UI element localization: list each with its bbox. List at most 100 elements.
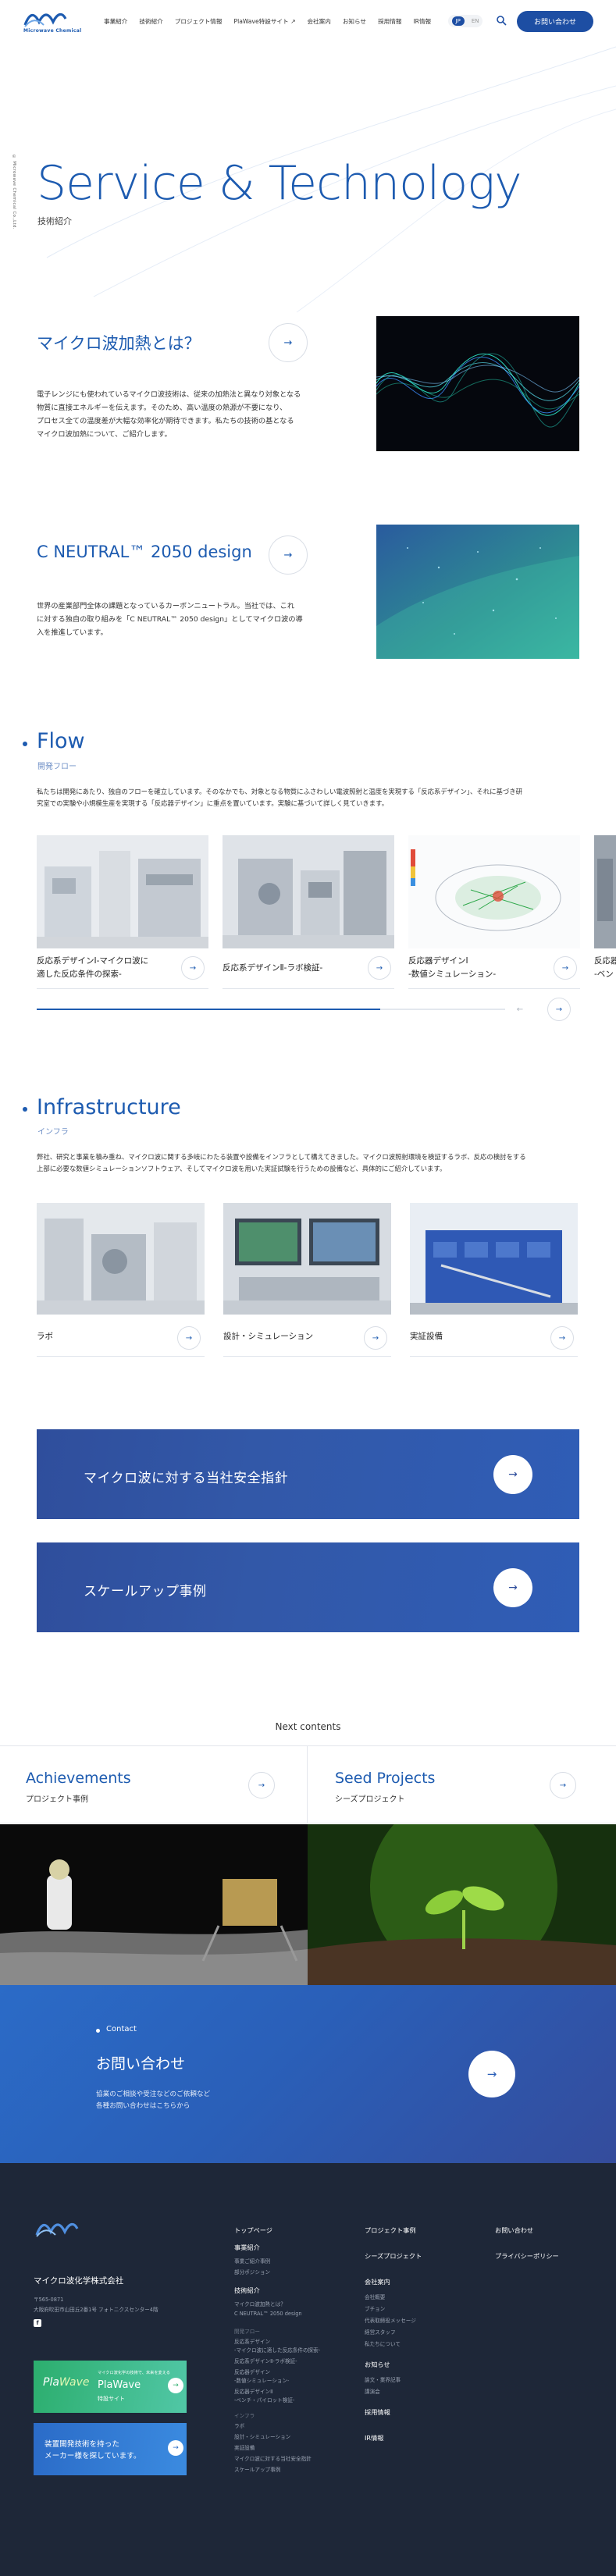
footer-sublink[interactable]: 代表取締役メッセージ (365, 2318, 416, 2324)
plawave-arrow-button[interactable]: → (168, 2378, 183, 2393)
service-title-microwave[interactable]: マイクロ波加熱とは？ (37, 334, 201, 353)
flow-scrollbar[interactable] (37, 1009, 505, 1010)
next-achievements[interactable]: Achievements プロジェクト事例 → (0, 1745, 308, 1823)
flow-card-label-1[interactable]: 反応系デザインⅠ-マイクロ波に 適した反応条件の探索- (37, 956, 149, 979)
flow-prev-button[interactable]: ← (508, 998, 532, 1021)
next-achievements-arrow-button[interactable]: → (248, 1772, 275, 1799)
service-title-cneutral[interactable]: C NEUTRAL™ 2050 design (37, 543, 252, 561)
footer-recruit-banner[interactable]: 装置開発技術を持った メーカー様を探しています。 → (34, 2423, 187, 2475)
footer-sublink[interactable]: 反応器デザイン (234, 2369, 271, 2375)
footer-link-seed[interactable]: シーズプロジェクト (365, 2252, 422, 2260)
footer-link-business[interactable]: 事業紹介 (234, 2243, 260, 2251)
footer-sublink[interactable]: 事業ご紹介事例 (234, 2258, 271, 2265)
header-contact-button[interactable]: お問い合わせ (517, 11, 593, 32)
footer-link-company[interactable]: 会社案内 (365, 2278, 390, 2286)
banner-safety-arrow-button[interactable]: → (493, 1455, 532, 1494)
footer-sublink[interactable]: 設計・シミュレーション (234, 2434, 291, 2440)
footer-sublink[interactable]: スケールアップ事例 (234, 2467, 281, 2473)
footer-sublink[interactable]: 論文・業界記事 (365, 2377, 401, 2383)
next-seed-projects[interactable]: Seed Projects シーズプロジェクト → (308, 1745, 616, 1823)
footer-link-ir[interactable]: IR情報 (365, 2434, 384, 2442)
section-dot (23, 742, 27, 746)
nav-company[interactable]: 会社案内 (307, 18, 331, 25)
footer-sublink[interactable]: マイクロ波加熱とは？ (234, 2301, 286, 2307)
infra-title: Infrastructure (37, 1095, 181, 1119)
footer-sublink[interactable]: -マイクロ波に適した反応条件の探索- (234, 2347, 321, 2354)
footer-sublink[interactable]: 経営スタッフ (365, 2329, 396, 2336)
footer-link-news[interactable]: お知らせ (365, 2361, 390, 2368)
flow-card-label-4[interactable]: 反応器 -ベン (594, 956, 616, 979)
flow-card-label-2[interactable]: 反応系デザインⅡ-ラボ検証- (223, 963, 323, 973)
flow-title: Flow (37, 729, 85, 753)
footer-logo-icon[interactable] (34, 2221, 80, 2238)
nav-technology[interactable]: 技術紹介 (139, 18, 163, 25)
footer-plawave-banner[interactable]: PlaWave マイクロ波化学の技術で、未来を変える PlaWave 特設サイト… (34, 2361, 187, 2413)
footer-sublink[interactable]: 反応器デザインⅡ (234, 2389, 273, 2395)
flow-card-3-arrow-button[interactable]: → (554, 956, 577, 980)
nav-projects[interactable]: プロジェクト情報 (174, 18, 223, 25)
footer-link-technology[interactable]: 技術紹介 (234, 2286, 260, 2294)
footer-sublink[interactable]: -数値シミュレーション- (234, 2378, 290, 2384)
flow-scrollbar-thumb[interactable] (37, 1009, 380, 1010)
footer-link-top[interactable]: トップページ (234, 2226, 272, 2234)
next-achievements-image[interactable] (0, 1824, 308, 1985)
footer-sublink[interactable]: ラボ (234, 2423, 245, 2429)
flow-card-image-1 (37, 835, 208, 948)
footer-link-contact[interactable]: お問い合わせ (495, 2226, 534, 2234)
footer-sublink[interactable]: 私たちについて (365, 2341, 401, 2347)
nav-news[interactable]: お知らせ (342, 18, 367, 25)
footer-sublink[interactable]: 反応系デザイン (234, 2339, 271, 2345)
service-microwave-arrow-button[interactable]: → (269, 323, 308, 362)
arrow-right-icon: → (258, 1781, 265, 1790)
side-copyright: © Microwave Chemical Co.,Ltd. (12, 155, 16, 229)
footer-sublink[interactable]: -ベンチ・パイロット検証- (234, 2397, 295, 2403)
external-link-icon: ↗ (290, 18, 296, 25)
language-switch[interactable]: JP EN (448, 15, 482, 27)
footer-sublink[interactable]: 反応系デザインⅡ-ラボ検証- (234, 2358, 297, 2364)
next-seed-image[interactable] (308, 1824, 616, 1985)
footer-sublink[interactable]: 講演会 (365, 2389, 380, 2395)
contact-section[interactable]: Contact お問い合わせ 協業のご相談や受注などのご依頼など 各種お問い合わ… (0, 1985, 616, 2163)
next-seed-arrow-button[interactable]: → (550, 1772, 576, 1799)
service-cneutral-text: 世界の産業部門全体の課題となっているカーボンニュートラル。当社では、これ に対す… (37, 602, 303, 637)
facebook-icon[interactable]: f (34, 2319, 41, 2327)
arrow-right-icon: → (559, 1781, 567, 1790)
infra-lab-arrow-button[interactable]: → (177, 1326, 201, 1350)
arrow-right-icon: → (372, 1333, 379, 1343)
footer-sublink[interactable]: 会社概要 (365, 2294, 386, 2300)
footer-sublink[interactable]: ブチョン (365, 2306, 386, 2312)
plawave-logo: PlaWave (43, 2376, 90, 2389)
footer-link-projects[interactable]: プロジェクト事例 (365, 2226, 416, 2234)
recruit-arrow-button[interactable]: → (168, 2440, 183, 2456)
infra-card-label-lab[interactable]: ラボ (37, 1332, 53, 1341)
flow-card-1-arrow-button[interactable]: → (181, 956, 205, 980)
contact-arrow-button[interactable]: → (468, 2051, 515, 2097)
footer-sublink[interactable]: 実証設備 (234, 2445, 255, 2451)
nav-business[interactable]: 事業紹介 (104, 18, 128, 25)
footer-sublink[interactable]: 部分ポジション (234, 2269, 271, 2275)
nav-plawave[interactable]: PlaWave特設サイト ↗ (233, 18, 296, 25)
card-divider (37, 1356, 205, 1357)
infra-card-label-facility[interactable]: 実証設備 (410, 1332, 443, 1341)
lang-ja[interactable]: JP (451, 16, 465, 26)
nav-recruit[interactable]: 採用情報 (378, 18, 402, 25)
footer-sublink[interactable]: マイクロ波に対する当社安全指針 (234, 2456, 312, 2462)
nav-ir[interactable]: IR情報 (413, 18, 432, 25)
infra-facility-arrow-button[interactable]: → (550, 1326, 574, 1350)
footer-link-recruit[interactable]: 採用情報 (365, 2408, 390, 2416)
flow-card-label-3[interactable]: 反応器デザインⅠ -数値シミュレーション- (408, 956, 497, 979)
service-cneutral-arrow-button[interactable]: → (269, 535, 308, 575)
flow-next-button[interactable]: → (547, 998, 571, 1021)
banner-scaleup-cases[interactable]: スケールアップ事例 → (37, 1542, 579, 1632)
flow-card-2-arrow-button[interactable]: → (368, 956, 391, 980)
banner-safety-policy[interactable]: マイクロ波に対する当社安全指針 → (37, 1429, 579, 1519)
infra-simulation-arrow-button[interactable]: → (364, 1326, 387, 1350)
company-logo-icon[interactable] (23, 11, 67, 28)
footer-sublink[interactable]: C NEUTRAL™ 2050 design (234, 2311, 302, 2317)
lang-en[interactable]: EN (471, 18, 479, 24)
footer-link-privacy[interactable]: プライバシーポリシー (495, 2252, 559, 2260)
search-icon[interactable] (496, 15, 508, 27)
infra-card-label-simulation[interactable]: 設計・シミュレーション (223, 1332, 314, 1341)
banner-scaleup-arrow-button[interactable]: → (493, 1568, 532, 1607)
arrow-right-icon: → (508, 1468, 518, 1481)
